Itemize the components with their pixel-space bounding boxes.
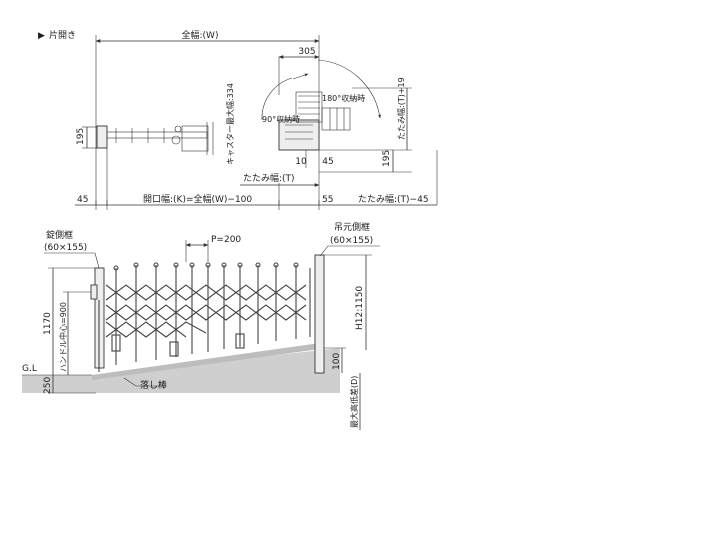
label-45-left: 45 — [77, 195, 88, 205]
label-hinge-frame-size: (60×155) — [330, 236, 373, 246]
label-100: 100 — [332, 353, 342, 370]
label-max-level-diff: 最大高低差(D) — [349, 376, 359, 428]
label-pitch: P=200 — [211, 235, 241, 245]
elevation-view: G.L — [22, 221, 380, 430]
plan-folded-stack-180 — [321, 107, 351, 131]
plan-gate-arm — [106, 131, 208, 139]
label-total-width: 全幅:(W) — [182, 29, 219, 41]
label-lock-frame: 錠側框 — [46, 229, 73, 241]
label-h-total: H12:1150 — [355, 286, 365, 330]
plan-hinge-post — [278, 119, 320, 151]
label-tatami-t19: たたみ幅:(T)+19 — [396, 77, 406, 140]
label-90-storage: 90°収納時 — [262, 114, 300, 124]
label-10: 10 — [295, 157, 307, 167]
handle — [90, 284, 98, 300]
header-marker: ▶ — [38, 31, 45, 41]
gate-lattice — [105, 284, 307, 338]
label-250: 250 — [43, 377, 53, 394]
arc-180 — [317, 59, 381, 119]
slope — [92, 343, 320, 380]
hinge-side-frame — [314, 254, 325, 374]
label-180-storage: 180°収納時 — [322, 93, 365, 103]
label-1170: 1170 — [43, 312, 53, 335]
plan-view: 全幅:(W) 305 キャスター最大幅:334 195 — [75, 29, 438, 210]
label-305: 305 — [298, 47, 315, 57]
plan-caster — [171, 135, 181, 145]
ground-fill — [22, 348, 340, 393]
label-drop-rod: 落し棒 — [140, 379, 167, 391]
plan-folded-stack-90 — [295, 91, 323, 123]
label-tatami-t45: たたみ幅:(T)−45 — [358, 193, 429, 205]
label-195-left: 195 — [76, 128, 86, 145]
label-tatami-t: たたみ幅:(T) — [243, 172, 295, 184]
plan-lock-post — [96, 125, 108, 149]
label-45-mid: 45 — [322, 157, 333, 167]
label-handle-center: ハンドル中心=900 — [58, 302, 68, 372]
label-55: 55 — [322, 195, 333, 205]
label-caster-width: キャスター最大幅:334 — [225, 83, 235, 165]
label-gl: G.L — [22, 364, 37, 374]
arc-90 — [261, 77, 293, 121]
label-hinge-frame: 吊元側框 — [334, 221, 370, 233]
label-lock-frame-size: (60×155) — [44, 243, 87, 253]
label-195-right: 195 — [382, 150, 392, 167]
header-title: 片開き — [49, 29, 76, 41]
label-opening-width: 開口幅:(K)=全幅(W)−100 — [143, 193, 252, 205]
